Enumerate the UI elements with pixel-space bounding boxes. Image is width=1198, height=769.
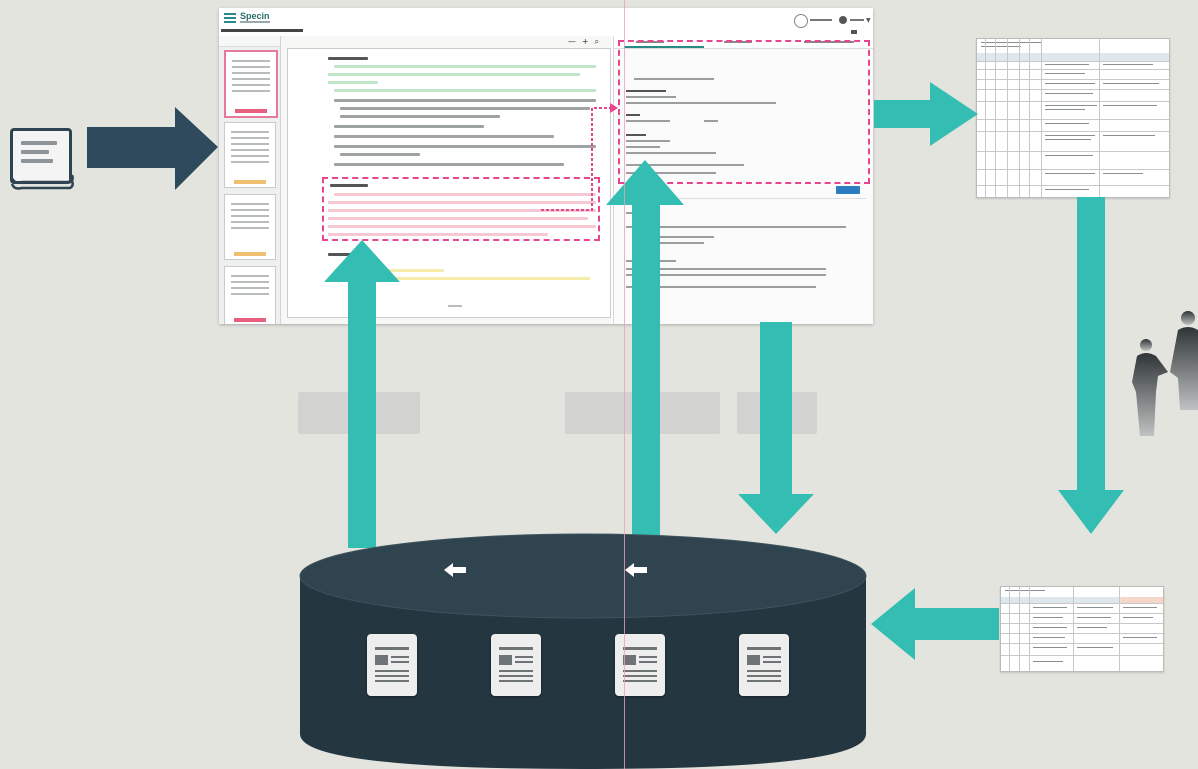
gear-icon[interactable] bbox=[839, 16, 847, 24]
tab-preview[interactable] bbox=[636, 41, 664, 43]
link-connector bbox=[541, 107, 610, 211]
arrow-panel-to-database bbox=[738, 322, 814, 534]
app-header: Specin ▼ bbox=[219, 8, 873, 36]
page-thumbnail[interactable] bbox=[224, 122, 276, 188]
zoom-controls[interactable]: —+⌕ bbox=[567, 37, 605, 46]
page-thumbnail[interactable] bbox=[224, 50, 278, 118]
stored-document-icon bbox=[615, 634, 665, 696]
linked-selection[interactable] bbox=[618, 40, 870, 184]
pin-icon[interactable] bbox=[851, 30, 857, 34]
chevron-down-icon[interactable]: ▼ bbox=[866, 17, 871, 24]
guide-line bbox=[624, 0, 625, 769]
arrow-source-to-screen bbox=[87, 107, 218, 190]
arrow-database-to-document bbox=[324, 240, 400, 548]
stored-document-icon bbox=[491, 634, 541, 696]
panel-tabs bbox=[614, 36, 873, 49]
arrow-left-icon bbox=[444, 563, 466, 577]
page-thumbnail[interactable] bbox=[224, 266, 276, 324]
viewer-toolbar: —+⌕ bbox=[281, 36, 611, 46]
apply-button[interactable] bbox=[836, 186, 860, 194]
spreadsheet-output-top bbox=[976, 38, 1170, 198]
highlight-selection[interactable] bbox=[322, 177, 600, 241]
people-icon bbox=[1132, 311, 1198, 436]
user-icon[interactable] bbox=[794, 14, 808, 28]
tab-other[interactable] bbox=[724, 41, 752, 43]
page-thumbnail[interactable] bbox=[224, 194, 276, 260]
arrow-left-icon bbox=[625, 563, 647, 577]
stored-document-icon bbox=[739, 634, 789, 696]
stored-document-icon bbox=[367, 634, 417, 696]
arrow-spreadsheet-down bbox=[1058, 197, 1124, 534]
arrow-database-to-panel bbox=[606, 160, 684, 548]
app-logo: Specin bbox=[240, 11, 270, 21]
page-thumbnails bbox=[219, 36, 281, 324]
document-title bbox=[221, 29, 303, 32]
app-screenshot: Specin ▼ bbox=[219, 8, 873, 324]
spreadsheet-input-bottom bbox=[1000, 586, 1164, 672]
database-cylinder bbox=[299, 533, 867, 769]
logo-icon bbox=[224, 13, 236, 24]
arrow-screen-to-spreadsheet bbox=[874, 82, 978, 146]
arrow-spreadsheet-to-database bbox=[871, 588, 999, 660]
